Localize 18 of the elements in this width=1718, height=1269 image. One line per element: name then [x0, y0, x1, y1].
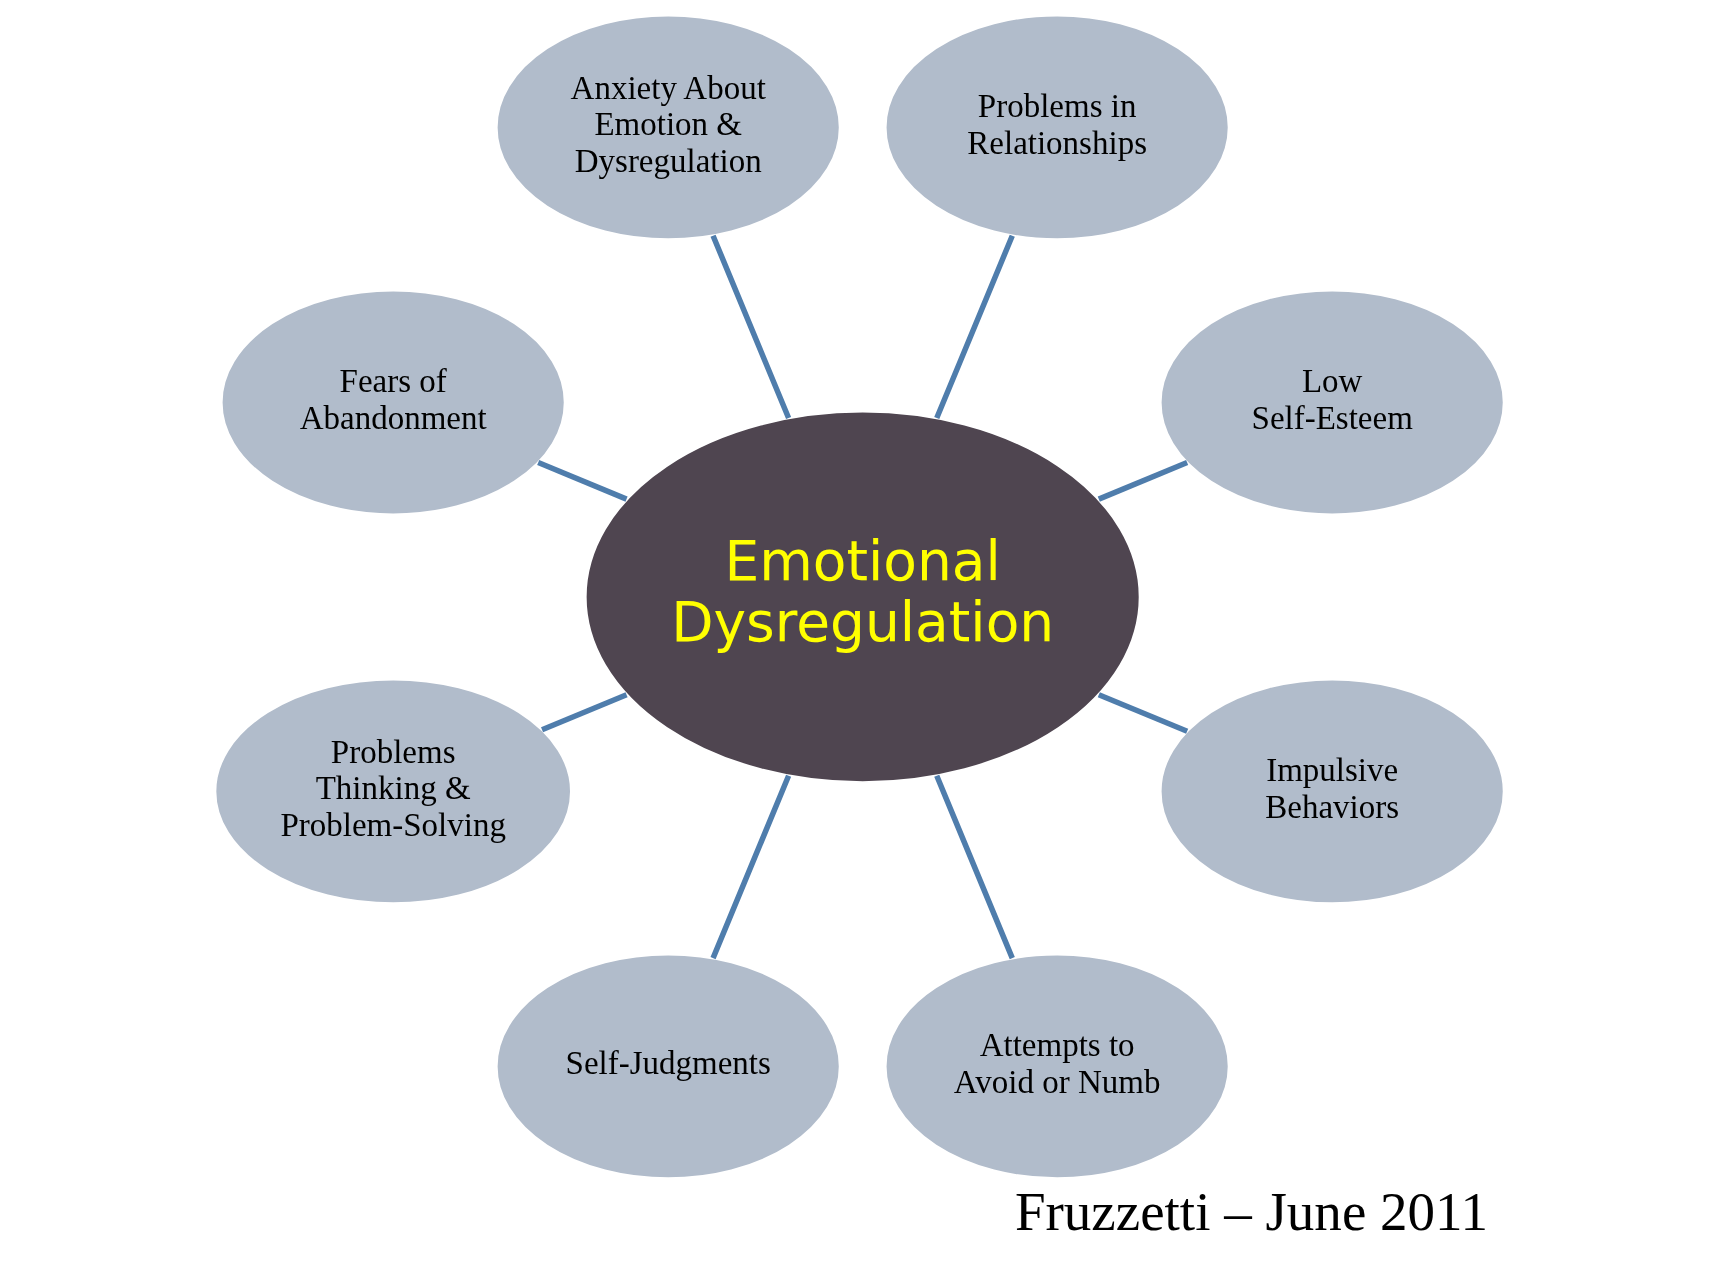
node-ellipse: Self-Judgments	[495, 953, 841, 1180]
caption: Fruzzetti – June 2011	[1014, 1180, 1488, 1242]
node-ellipse: Problems Thinking & Problem-Solving	[214, 678, 572, 905]
node-ellipse: Attempts to Avoid or Numb	[884, 953, 1230, 1180]
connector	[710, 774, 791, 960]
connector	[1097, 692, 1188, 734]
node-ellipse: Impulsive Behaviors	[1159, 678, 1505, 905]
connector	[933, 774, 1015, 960]
node-ellipse: Anxiety About Emotion & Dysregulation	[495, 14, 841, 241]
connector	[933, 234, 1015, 420]
connector	[540, 692, 628, 733]
node-ellipse: Fears of Abandonment	[220, 289, 566, 516]
connector	[710, 234, 791, 420]
node-ellipse: Problems in Relationships	[884, 14, 1230, 241]
node-ellipse: Emotional Dysregulation	[584, 410, 1141, 784]
node-ellipse: Low Self-Esteem	[1159, 289, 1505, 516]
connector	[536, 459, 628, 502]
connector	[1097, 459, 1188, 502]
